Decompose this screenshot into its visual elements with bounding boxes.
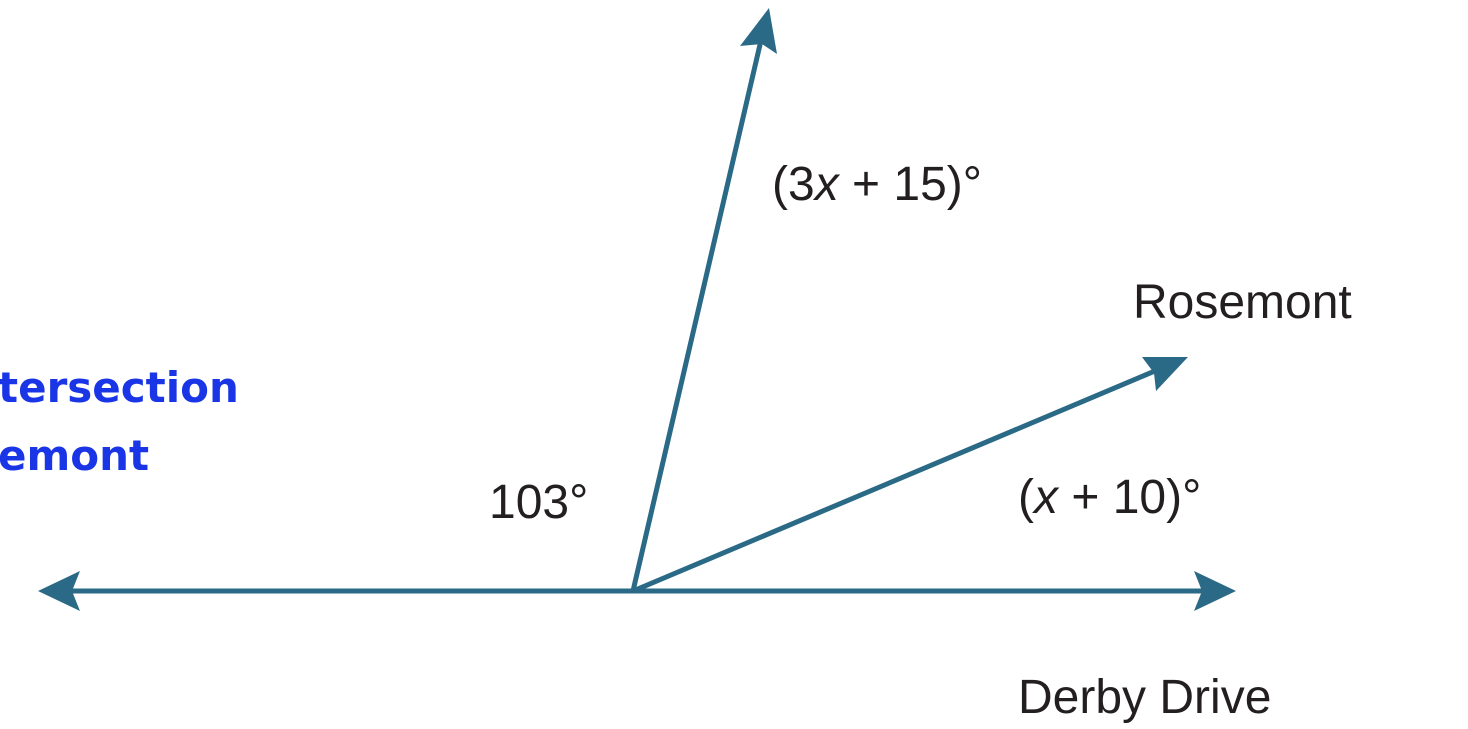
angle-103-label: 103° (489, 476, 588, 529)
derby-drive-left-arrowhead (38, 571, 80, 611)
derby-drive-label: Derby Drive (1018, 671, 1271, 724)
angle-x-plus-10-label: (x + 10)° (1018, 471, 1201, 524)
rosemont-ray (630, 365, 1165, 594)
upper-ray-arrowhead (740, 8, 777, 54)
derby-drive-right-arrowhead (1194, 571, 1236, 611)
upper-ray (630, 33, 765, 594)
caption-line-2: emont (0, 431, 149, 480)
rosemont-ray-arrowhead (1142, 357, 1188, 391)
caption-line-1: tersection (0, 363, 239, 412)
angle-3x-plus-15-label: (3x + 15)° (772, 158, 982, 211)
rosemont-label: Rosemont (1133, 276, 1352, 329)
